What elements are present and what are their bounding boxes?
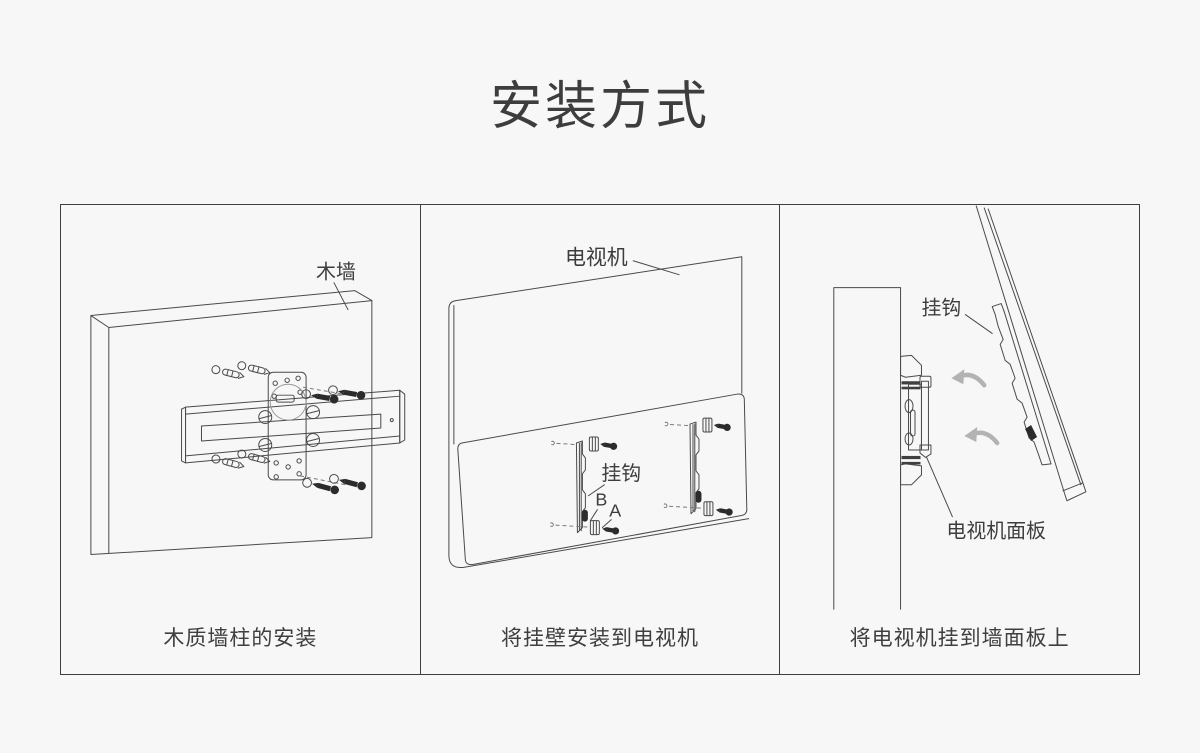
panel-attach-hooks-to-tv: 电视机 挂钩 B A 将挂壁安装到电视机 [419, 205, 780, 674]
panel-caption: 将挂壁安装到电视机 [501, 627, 699, 650]
steps-board: 木墙 木质墙柱的安装 [60, 204, 1140, 675]
label-wood-wall: 木墙 [316, 261, 356, 284]
label-point-a: A [609, 501, 621, 521]
hang-tv-diagram: 挂钩 电视机面板 [833, 205, 1087, 610]
panel-caption: 木质墙柱的安装 [163, 627, 318, 650]
rail-screw-head-icon [258, 405, 321, 452]
label-hook: 挂钩 [601, 462, 641, 485]
leader-line [926, 314, 994, 518]
hook-strip-drawing [548, 417, 734, 536]
tv-hooks-diagram: 电视机 挂钩 B A [448, 247, 749, 568]
mounting-rail-drawing [181, 389, 406, 464]
label-point-b: B [595, 490, 607, 510]
panel-wood-wall-install: 木墙 木质墙柱的安装 [61, 205, 420, 674]
label-tv-panel: 电视机面板 [947, 520, 1047, 543]
panel-caption: 将电视机挂到墙面板上 [849, 627, 1070, 650]
wall-bracket-side-drawing [900, 354, 932, 486]
tv-lower-panel-drawing [456, 393, 747, 566]
tv-back-drawing [448, 256, 749, 568]
leader-line [333, 282, 349, 311]
label-tv: 电视机 [565, 247, 628, 270]
highlight-circle [269, 383, 307, 421]
leader-line [587, 260, 680, 529]
tilted-tv-drawing [976, 205, 1087, 502]
wood-wall-drawing [90, 290, 373, 556]
lag-screw-icon [300, 385, 367, 496]
wall-drawing [833, 287, 902, 610]
page-title: 安装方式 [489, 78, 710, 136]
wood-wall-diagram: 木墙 [90, 261, 406, 556]
panel-hang-tv-on-wall: 挂钩 电视机面板 将电视机挂到墙面板上 [779, 205, 1139, 674]
label-hook: 挂钩 [922, 297, 962, 320]
wall-anchor-icon [210, 360, 272, 471]
rotate-arrow-icon [951, 369, 1000, 446]
wall-plate-drawing [267, 371, 307, 481]
